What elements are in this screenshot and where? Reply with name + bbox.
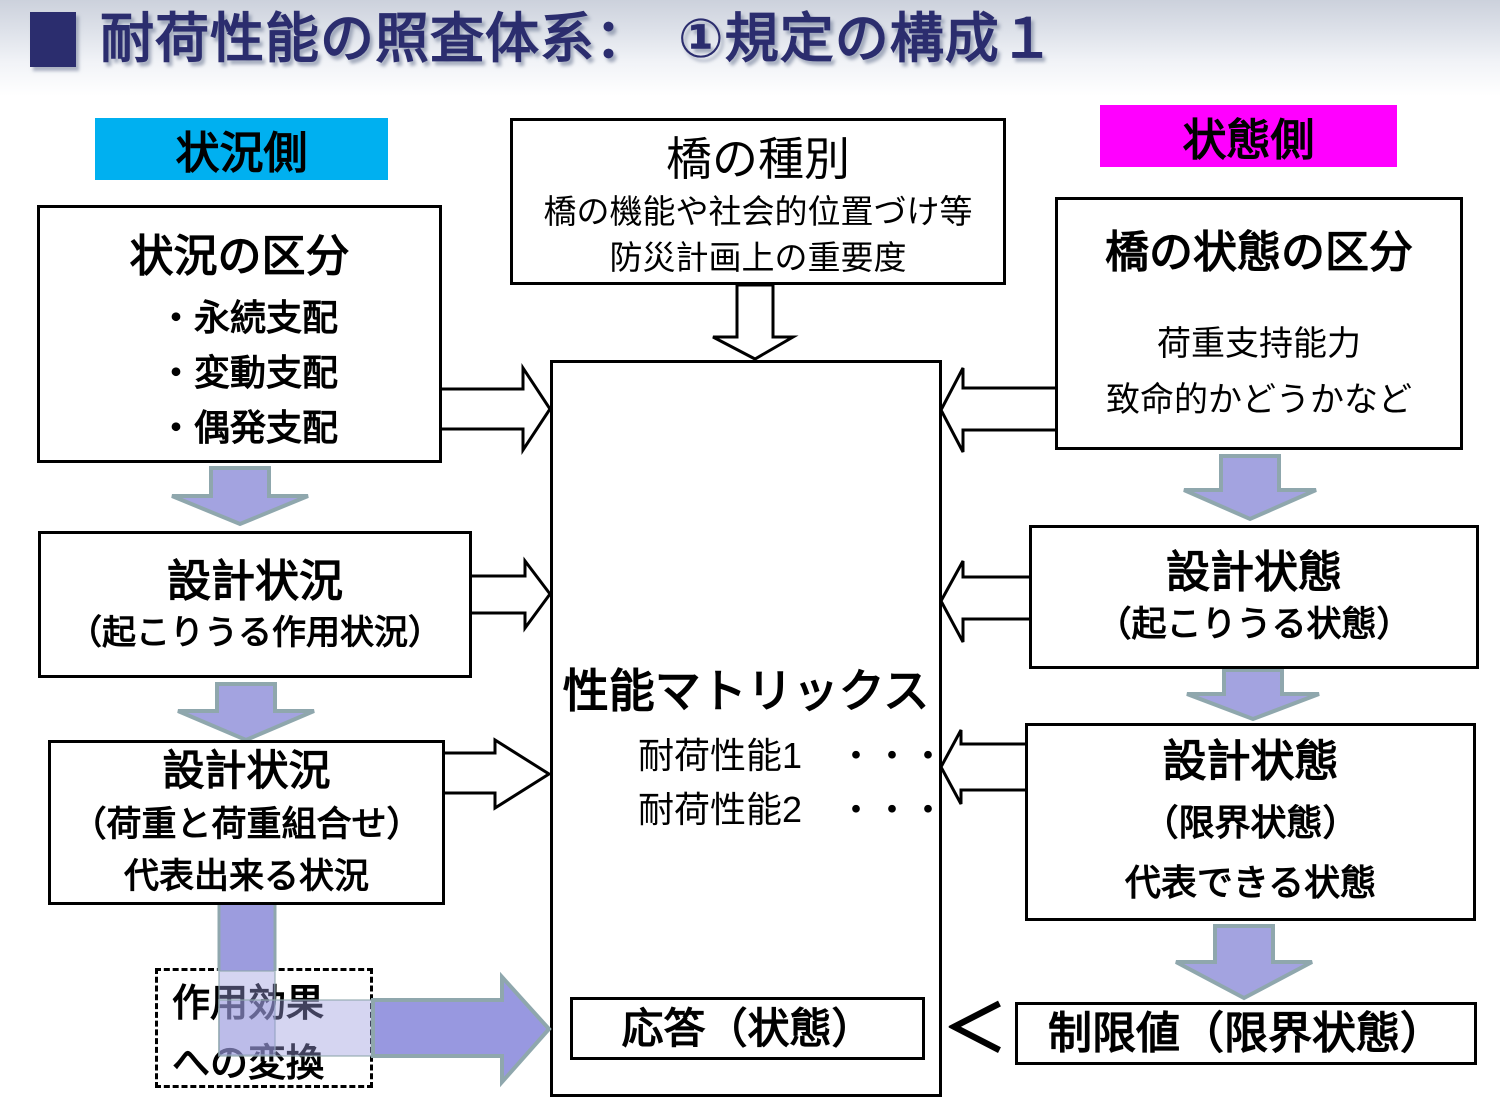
situation-item-accidental: ・偶発支配 [158,407,339,448]
design-state2-sub1: （限界状態） [1142,802,1359,843]
design-state1-sub: （起こりうる状態） [1096,605,1412,644]
situation-item-permanent: ・永続支配 [158,297,339,338]
page-title: 耐荷性能の照査体系： ①規定の構成１ [100,9,1055,69]
arrow-right2-icon [939,560,1033,643]
design-state2-box: 設計状態 （限界状態） 代表できる状態 [1025,723,1476,921]
arrow-down-left2-icon [177,682,315,743]
bridge-state-line2: 致命的かどうかなど [1106,381,1412,419]
arrow-conversion-to-response-icon [371,971,552,1088]
conversion-line1: 作用効果 [158,977,370,1031]
design-state1-box: 設計状態 （起こりうる状態） [1029,525,1479,669]
design-state2-title: 設計状態 [1162,737,1339,786]
title-square-icon [30,12,76,67]
arrow-down-right3-icon [1175,924,1313,1001]
situation-item-variable: ・変動支配 [158,352,339,393]
less-than-operator: ＜ [943,993,1007,1065]
arrow-left3-icon [441,737,552,811]
arrow-left2-icon [468,556,552,633]
conversion-line2: への変換 [172,1043,325,1085]
design-state2-sub2: 代表できる状態 [1124,862,1377,903]
bridge-type-box: 橋の種別 橋の機能や社会的位置づけ等 防災計画上の重要度 [510,118,1006,285]
arrow-down-right2-icon [1186,668,1320,722]
arrow-right3-icon [939,729,1029,805]
arrow-down-left1-icon [171,466,309,527]
response-box: 応答（状態） [570,997,925,1060]
design-state1-title: 設計状態 [1166,548,1342,597]
bridge-state-category-box: 橋の状態の区分 荷重支持能力 致命的かどうかなど [1055,197,1463,450]
bridge-type-line2: 防災計画上の重要度 [609,239,907,276]
arrow-left1-icon [438,362,552,456]
matrix-row-1: 耐荷性能1 ・・・ [638,735,947,776]
situation-category-title: 状況の区分 [129,232,350,281]
bridge-type-line1: 橋の機能や社会的位置づけ等 [543,193,973,230]
bridge-type-title: 橋の種別 [666,133,850,185]
design-situation2-sub2: 代表出来る状況 [123,856,369,896]
situation-category-box: 状況の区分 ・永続支配 ・変動支配 ・偶発支配 [37,205,442,463]
right-side-label: 状態側 [1100,105,1397,167]
bridge-state-line1: 荷重支持能力 [1157,325,1361,363]
matrix-row-2: 耐荷性能2 ・・・ [638,789,947,830]
left-side-label: 状況側 [95,118,388,180]
conversion-band-solid-icon [219,905,275,971]
limit-value-box: 制限値（限界状態） [1015,1002,1477,1065]
design-situation2-title: 設計状況 [162,746,331,794]
performance-matrix-title: 性能マトリックス [562,665,930,717]
design-situation1-box: 設計状況 （起こりうる作用状況） [38,531,472,678]
arrow-down-right1-icon [1183,454,1317,522]
design-situation1-sub: （起こりうる作用状況） [68,613,442,652]
design-situation2-sub1: （荷重と荷重組合せ） [71,804,422,844]
arrow-bridge-to-matrix-icon [712,283,799,361]
conversion-shaft-light-icon [218,999,374,1057]
bridge-state-category-title: 橋の状態の区分 [1105,228,1413,277]
design-situation1-title: 設計状況 [167,556,343,606]
arrow-right1-icon [939,367,1059,453]
design-situation2-box: 設計状況 （荷重と荷重組合せ） 代表出来る状況 [48,740,445,905]
conversion-band-light-icon [218,970,276,1056]
performance-matrix-box: 性能マトリックス 耐荷性能1 ・・・ 耐荷性能2 ・・・ 応答（状態） [550,360,946,1097]
